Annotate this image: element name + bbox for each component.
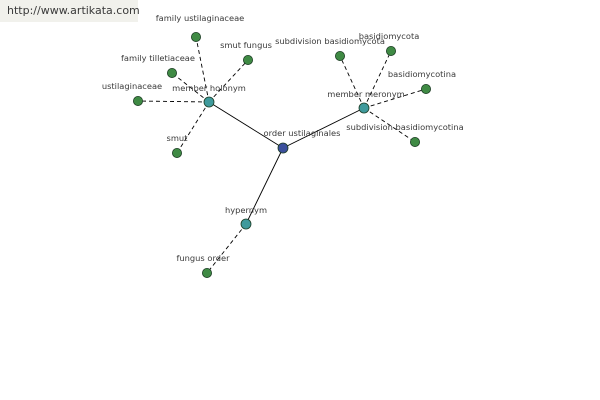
node-leaf-subdivision-basidiomycotina[interactable] [409,136,420,147]
edge-meronym-subdivision-basidiomycotina [363,107,416,143]
edge-holonym-smut [176,101,210,154]
node-leaf-smut-fungus[interactable] [242,55,253,66]
node-leaf-ustilaginaceae[interactable] [132,96,143,107]
label-leaf-subdivision-basidiomycota: subdivision basidiomycota [275,36,385,46]
node-leaf-subdivision-basidiomycota[interactable] [334,51,345,62]
node-relation-holonym[interactable] [203,96,215,108]
node-leaf-fungus-order[interactable] [201,267,212,278]
node-center[interactable] [277,142,289,154]
label-leaf-fungus-order: fungus order [176,253,230,263]
edge-hypernym-fungus-order [206,223,247,274]
node-leaf-basidiomycota[interactable] [385,46,396,57]
edge-meronym-basidiomycota [363,50,392,109]
label-leaf-smut: smut [167,133,189,143]
label-leaf-ustilaginaceae: ustilaginaceae [102,81,162,91]
label-leaf-family-ustilaginaceae: family ustilaginaceae [156,13,245,23]
label-relation-meronym: member meronym [327,89,404,99]
edge-holonym-ustilaginaceae [137,100,210,103]
source-bar: http://www.artikata.com [0,0,140,22]
edge-holonym-smut-fungus [208,59,249,103]
source-link[interactable]: http://www.artikata.com [7,4,140,17]
label-relation-holonym: member holonym [172,83,246,93]
edge-meronym-subdivision-basidiomycota [339,55,365,109]
edge-center-hypernym [245,147,284,225]
node-relation-hypernym[interactable] [240,218,252,230]
node-leaf-basidiomycotina[interactable] [420,84,431,95]
graph-labels: order ustilaginales member holonym family … [102,13,464,263]
node-relation-meronym[interactable] [358,102,370,114]
edge-meronym-basidiomycotina [363,88,427,109]
graph-nodes [132,32,431,278]
graph-edges [137,36,427,274]
node-leaf-family-ustilaginaceae[interactable] [190,32,201,43]
label-leaf-subdivision-basidiomycotina: subdivision basidiomycotina [346,122,463,132]
label-relation-hypernym: hypernym [225,205,267,215]
label-center: order ustilaginales [264,128,341,138]
edge-center-meronym [282,107,365,149]
label-leaf-family-tilletiaceae: family tilletiaceae [121,53,195,63]
label-leaf-basidiomycota: basidiomycota [359,31,420,41]
label-leaf-basidiomycotina: basidiomycotina [388,69,456,79]
node-leaf-smut[interactable] [171,147,182,158]
label-leaf-smut-fungus: smut fungus [220,40,272,50]
edge-center-holonym [208,101,284,149]
node-leaf-family-tilletiaceae[interactable] [166,68,177,79]
edge-holonym-family-tilletiaceae [171,72,210,103]
